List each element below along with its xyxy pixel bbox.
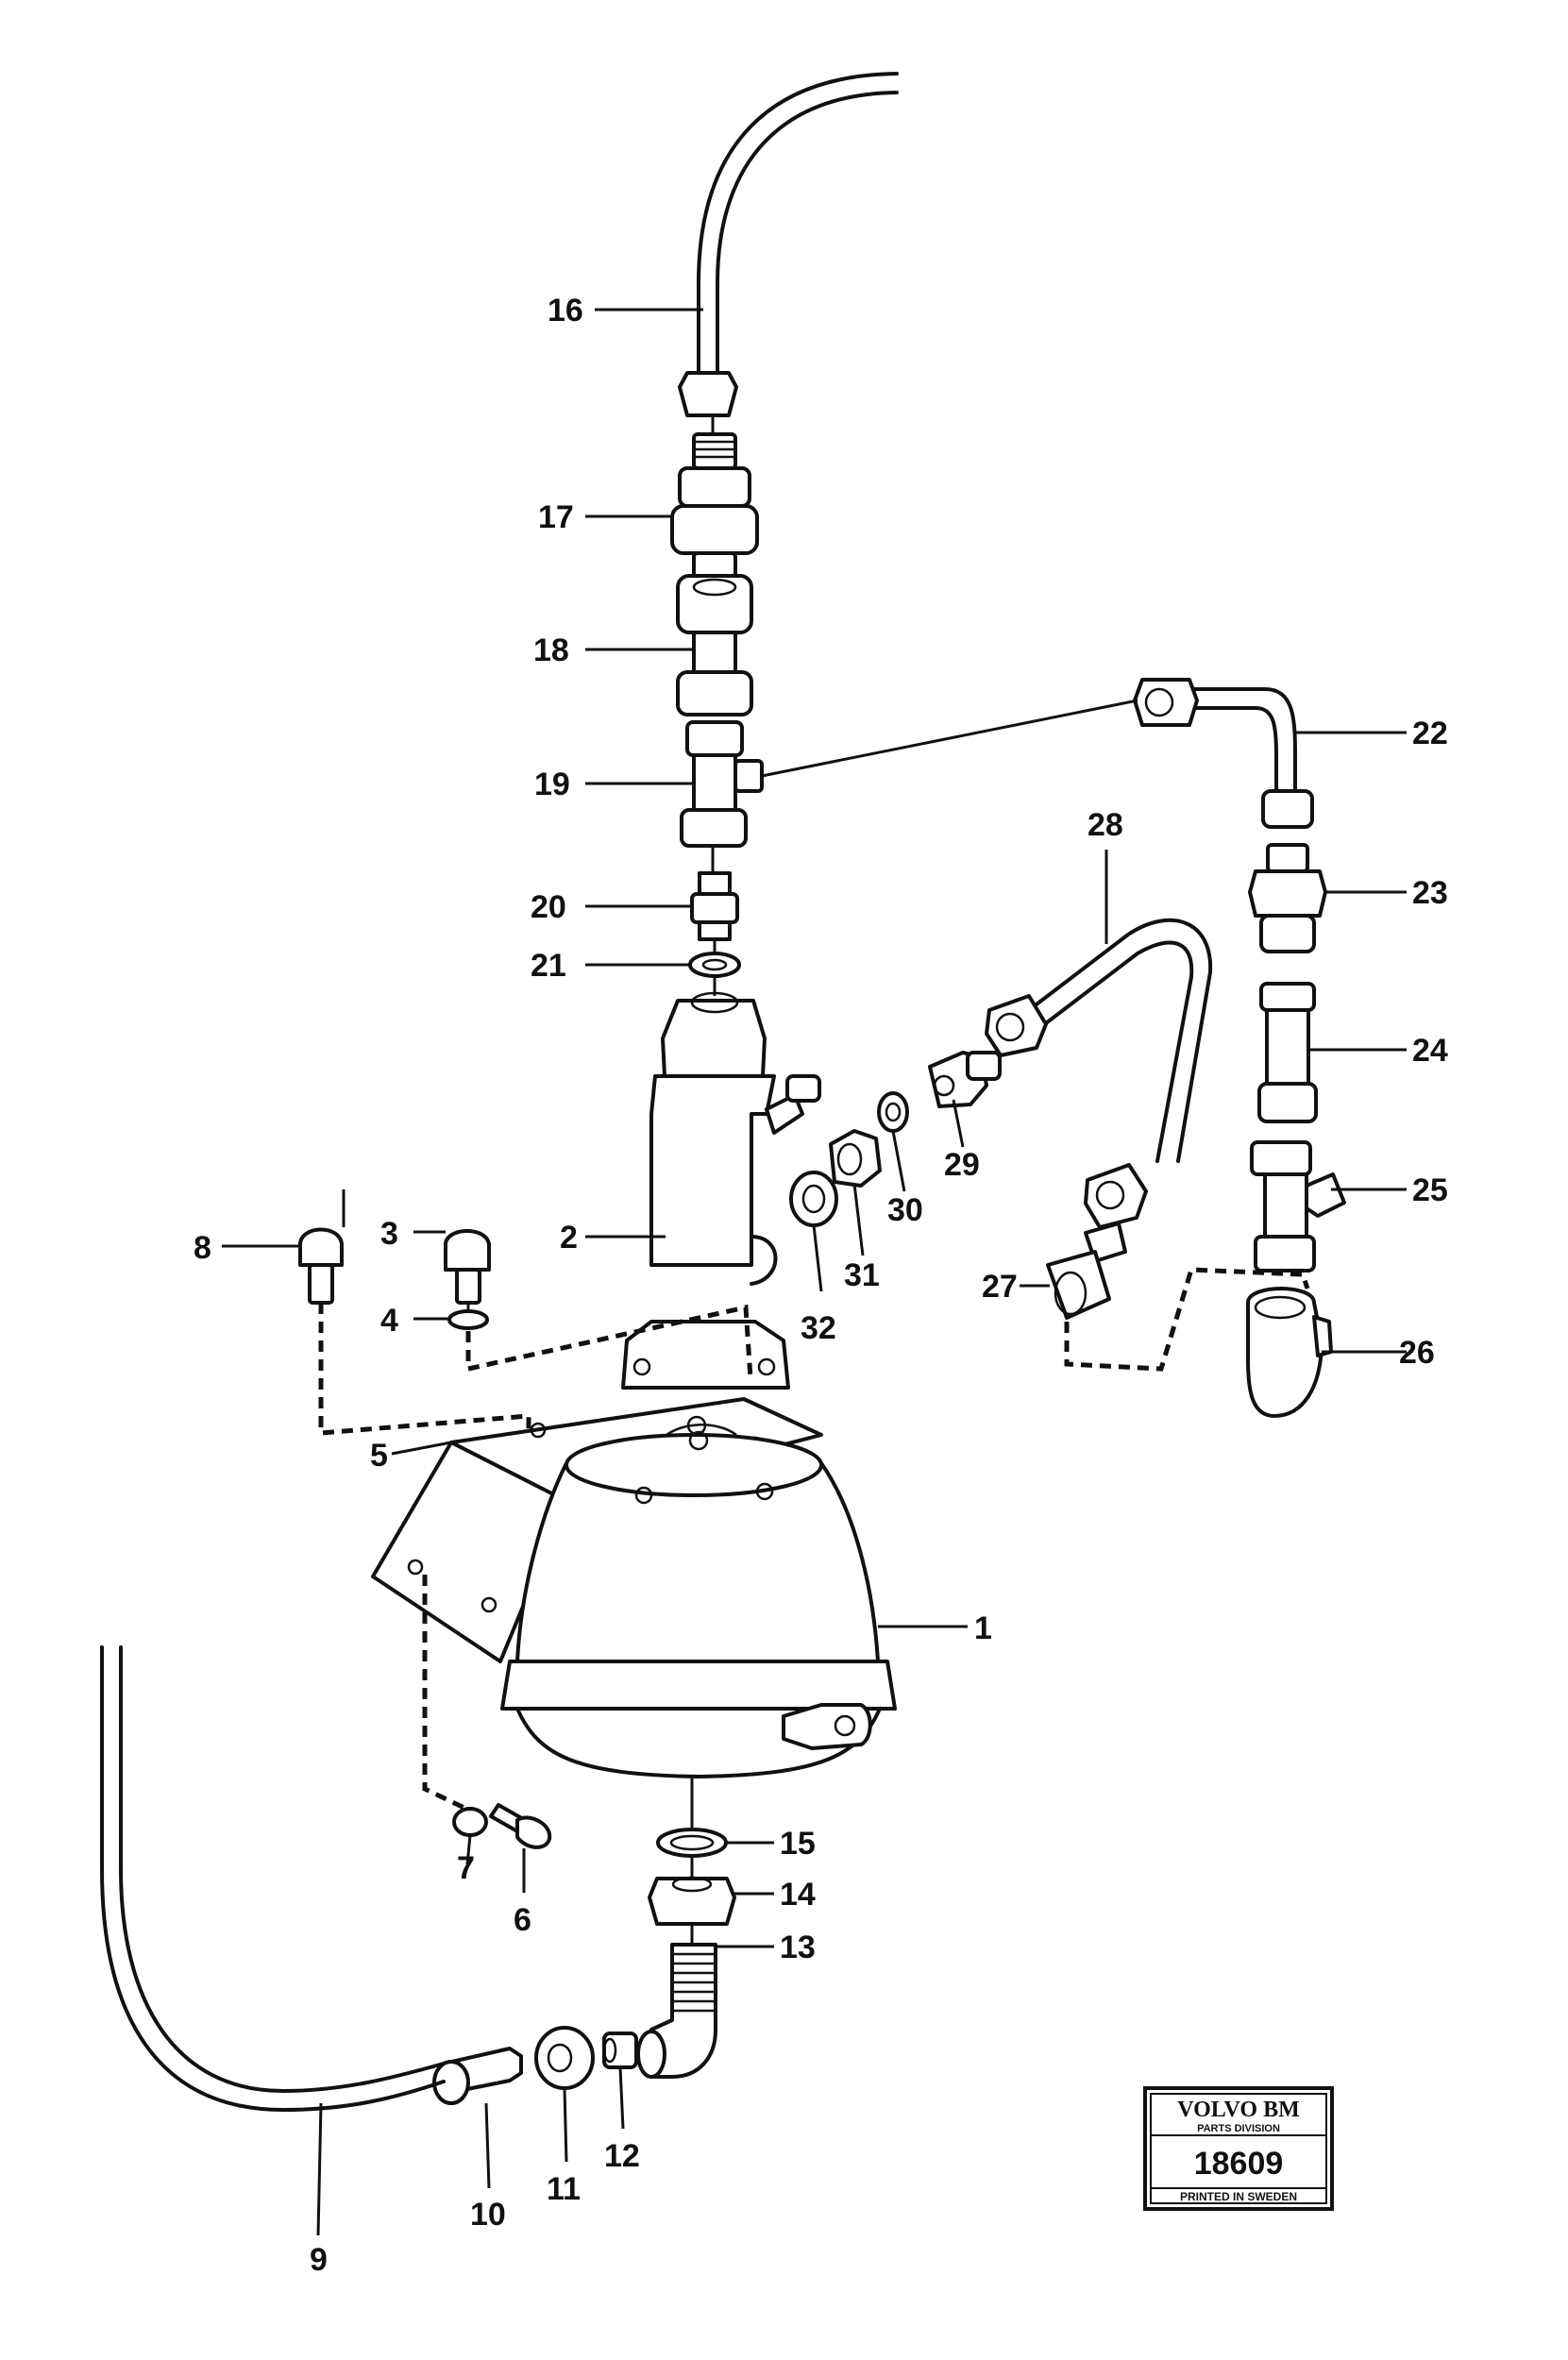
part-11-nut [534,2026,595,2090]
callout-14: 14 [780,1877,816,1913]
stamp-number: 18609 [1194,2146,1284,2182]
callout-23: 23 [1412,875,1448,911]
callout-13: 13 [780,1930,816,1965]
callout-18: 18 [533,632,569,668]
part-14-nut [648,1876,736,1926]
callout-30: 30 [887,1192,923,1228]
callout-4: 4 [380,1303,398,1339]
callout-25: 25 [1412,1172,1448,1208]
part-7-washer [452,1807,488,1837]
stamp-brand: VOLVO BM [1177,2098,1300,2122]
part-12-nipple [602,2031,638,2069]
part-28-pipe [985,918,1213,1229]
parts-stamp: VOLVO BM PARTS DIVISION 18609 PRINTED IN… [1143,2086,1334,2211]
callout-2: 2 [560,1220,578,1256]
part-16-pipe [678,72,899,417]
part-10-hose-end [432,2047,523,2105]
callout-11: 11 [547,2171,581,2207]
part-9-hose [100,1645,446,2112]
callout-29: 29 [944,1147,980,1183]
callout-28: 28 [1087,807,1123,843]
callout-31: 31 [844,1257,880,1293]
part-29-connector [928,1051,1002,1108]
callout-27: 27 [982,1269,1018,1305]
callout-7: 7 [457,1850,475,1886]
part-31-nut [829,1129,882,1188]
stamp-division: PARTS DIVISION [1197,2123,1280,2134]
callout-26: 26 [1399,1335,1435,1371]
part-13-elbow [636,1943,717,2079]
callout-15: 15 [780,1826,816,1862]
part-25-tee [1250,1140,1346,1273]
dashed-lines [318,1267,1310,1813]
part-17-union [670,432,759,583]
callout-numbers: 1 2 3 4 5 6 7 8 9 10 11 12 13 14 15 16 1… [194,293,1448,2278]
callout-1: 1 [974,1610,992,1646]
part-3-bolt [444,1229,491,1305]
callout-24: 24 [1412,1033,1448,1069]
part-1-chamber [500,1430,897,1778]
callout-32: 32 [801,1310,836,1346]
part-24-connector [1257,982,1318,1123]
part-15-ring [656,1828,728,1858]
callout-19: 19 [534,767,570,802]
callout-16: 16 [548,293,583,329]
part-30-washer [877,1091,909,1133]
callout-10: 10 [470,2197,506,2233]
callout-3: 3 [380,1216,398,1252]
callout-22: 22 [1412,716,1448,751]
leader-lines [222,308,1407,2236]
callout-5: 5 [370,1438,388,1474]
part-26-elbow [1246,1287,1333,1418]
part-20-nipple [690,871,739,941]
callout-12: 12 [604,2138,640,2174]
callout-20: 20 [531,889,566,925]
stamp-footer: PRINTED IN SWEDEN [1180,2190,1297,2203]
part-27-adapter [1046,1222,1127,1320]
callout-9: 9 [310,2242,328,2278]
part-2-cylinder [621,991,821,1390]
callout-6: 6 [514,1902,531,1938]
connection-lines [342,415,1138,1945]
callout-21: 21 [531,948,566,984]
callout-8: 8 [194,1230,211,1266]
part-4-washer [447,1309,489,1330]
part-6-bolt [489,1803,552,1849]
callout-17: 17 [538,499,574,535]
part-21-washer [688,952,741,978]
part-23-union [1248,843,1327,953]
part-8-bolt [298,1227,344,1305]
part-22-pipe [1133,678,1314,829]
part-32-washer [789,1171,838,1227]
part-18-connector [676,574,753,716]
